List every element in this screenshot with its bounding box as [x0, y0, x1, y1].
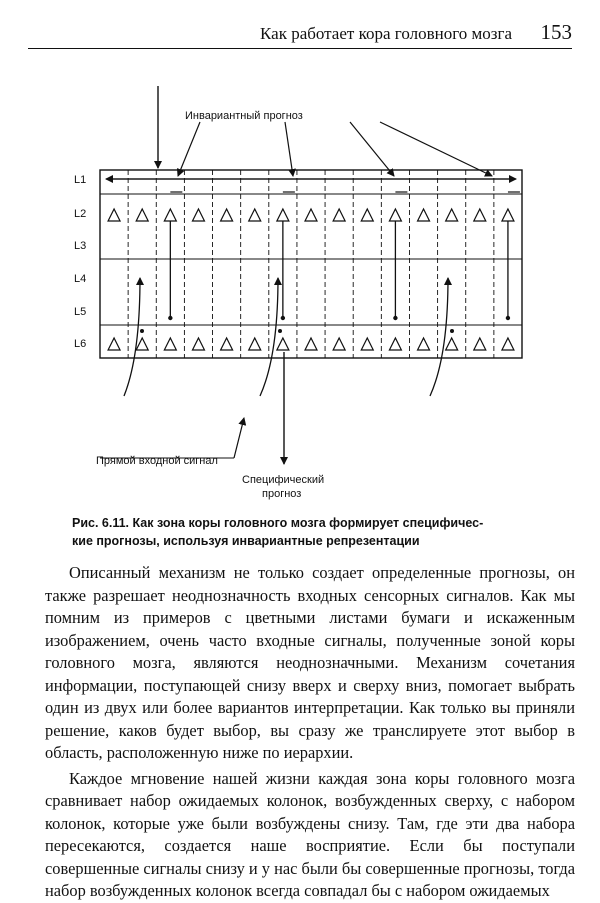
page-header: Как работает кора головного мозга 153	[28, 18, 572, 49]
l6-neuron-triangle	[360, 336, 375, 351]
cortex-frame	[99, 169, 523, 359]
l2-neuron-triangle	[275, 207, 290, 222]
l2-neuron-triangle	[107, 207, 122, 222]
l2-neuron-triangle	[163, 207, 178, 222]
invariant-prediction-label: Инвариантный прогноз	[185, 110, 303, 122]
layer-label-l6: L6	[74, 338, 87, 350]
body-text: Описанный механизм не только создает опр…	[45, 562, 575, 903]
l2-neuron-triangle	[247, 207, 262, 222]
l2-neuron-triangle	[472, 207, 487, 222]
l6-neuron-triangle	[472, 336, 487, 351]
axon-terminal-dot	[280, 315, 286, 321]
l6-signal-dot	[450, 329, 454, 333]
l6-neuron-triangle	[275, 336, 290, 351]
invariant-arrow-4	[379, 121, 493, 177]
invariant-arrow-1	[176, 121, 201, 177]
l6-neuron-triangle	[247, 336, 262, 351]
l6-signal-dot	[278, 329, 282, 333]
running-title: Как работает кора головного мозга	[260, 24, 512, 43]
direct-input-label: Прямой входной сигнал	[96, 455, 218, 467]
layer-label-l1: L1	[74, 174, 87, 186]
axon-terminal-dot	[505, 315, 511, 321]
l6-neuron-triangle	[135, 336, 150, 351]
caption-line-1: Рис. 6.11. Как зона коры головного мозга…	[72, 516, 484, 530]
layer-label-l2: L2	[74, 208, 87, 220]
l6-neuron-triangle	[304, 336, 318, 351]
l2-neuron-triangle	[135, 207, 150, 222]
l6-neuron-triangle	[500, 336, 515, 351]
bottom-up-input-arrow	[259, 277, 282, 397]
layer-label-l3: L3	[74, 240, 87, 252]
l2-neuron-triangle	[416, 207, 431, 222]
invariant-arrow-3	[349, 121, 395, 177]
l6-neuron-triangle	[332, 336, 347, 351]
caption-line-2: кие прогнозы, используя инвариантные реп…	[72, 534, 420, 548]
layer-label-l4: L4	[74, 273, 87, 285]
l6-neuron-triangle	[163, 336, 178, 351]
direct-input-arrow	[233, 417, 247, 459]
bottom-up-input-arrow	[123, 277, 144, 397]
paragraph-1: Описанный механизм не только создает опр…	[45, 563, 575, 762]
layer-label-l5: L5	[74, 306, 87, 318]
l6-neuron-triangle	[444, 336, 459, 351]
l2-neuron-triangle	[360, 207, 375, 222]
figure-caption: Рис. 6.11. Как зона коры головного мозга…	[72, 514, 552, 550]
l6-neuron-triangle	[388, 336, 403, 351]
l6-neuron-triangle	[219, 336, 234, 351]
l6-neuron-triangle	[191, 336, 206, 351]
page-number: 153	[540, 20, 573, 44]
l2-neuron-triangle	[444, 207, 459, 222]
specific-prediction-label-2: прогноз	[262, 488, 302, 500]
l6-signal-dot	[140, 329, 144, 333]
specific-prediction-label-1: Специфический	[242, 474, 325, 486]
l2-neuron-triangle	[219, 207, 234, 222]
axon-terminal-dot	[168, 315, 173, 321]
cortex-diagram	[99, 86, 523, 465]
l2-neuron-triangle	[191, 207, 206, 222]
bottom-up-input-arrow	[429, 277, 452, 397]
l2-neuron-triangle	[304, 207, 318, 222]
axon-terminal-dot	[393, 315, 398, 321]
invariant-arrow-2	[284, 121, 296, 177]
figure-6-11: Инвариантный прогноз Прямой входной сигн…	[60, 66, 550, 506]
l2-neuron-triangle	[388, 207, 403, 222]
l6-neuron-triangle	[416, 336, 431, 351]
l2-neuron-triangle	[332, 207, 347, 222]
l2-neuron-triangle	[500, 207, 515, 222]
paragraph-2: Каждое мгновение нашей жизни каждая зона…	[45, 768, 575, 901]
l6-neuron-triangle	[107, 336, 122, 351]
